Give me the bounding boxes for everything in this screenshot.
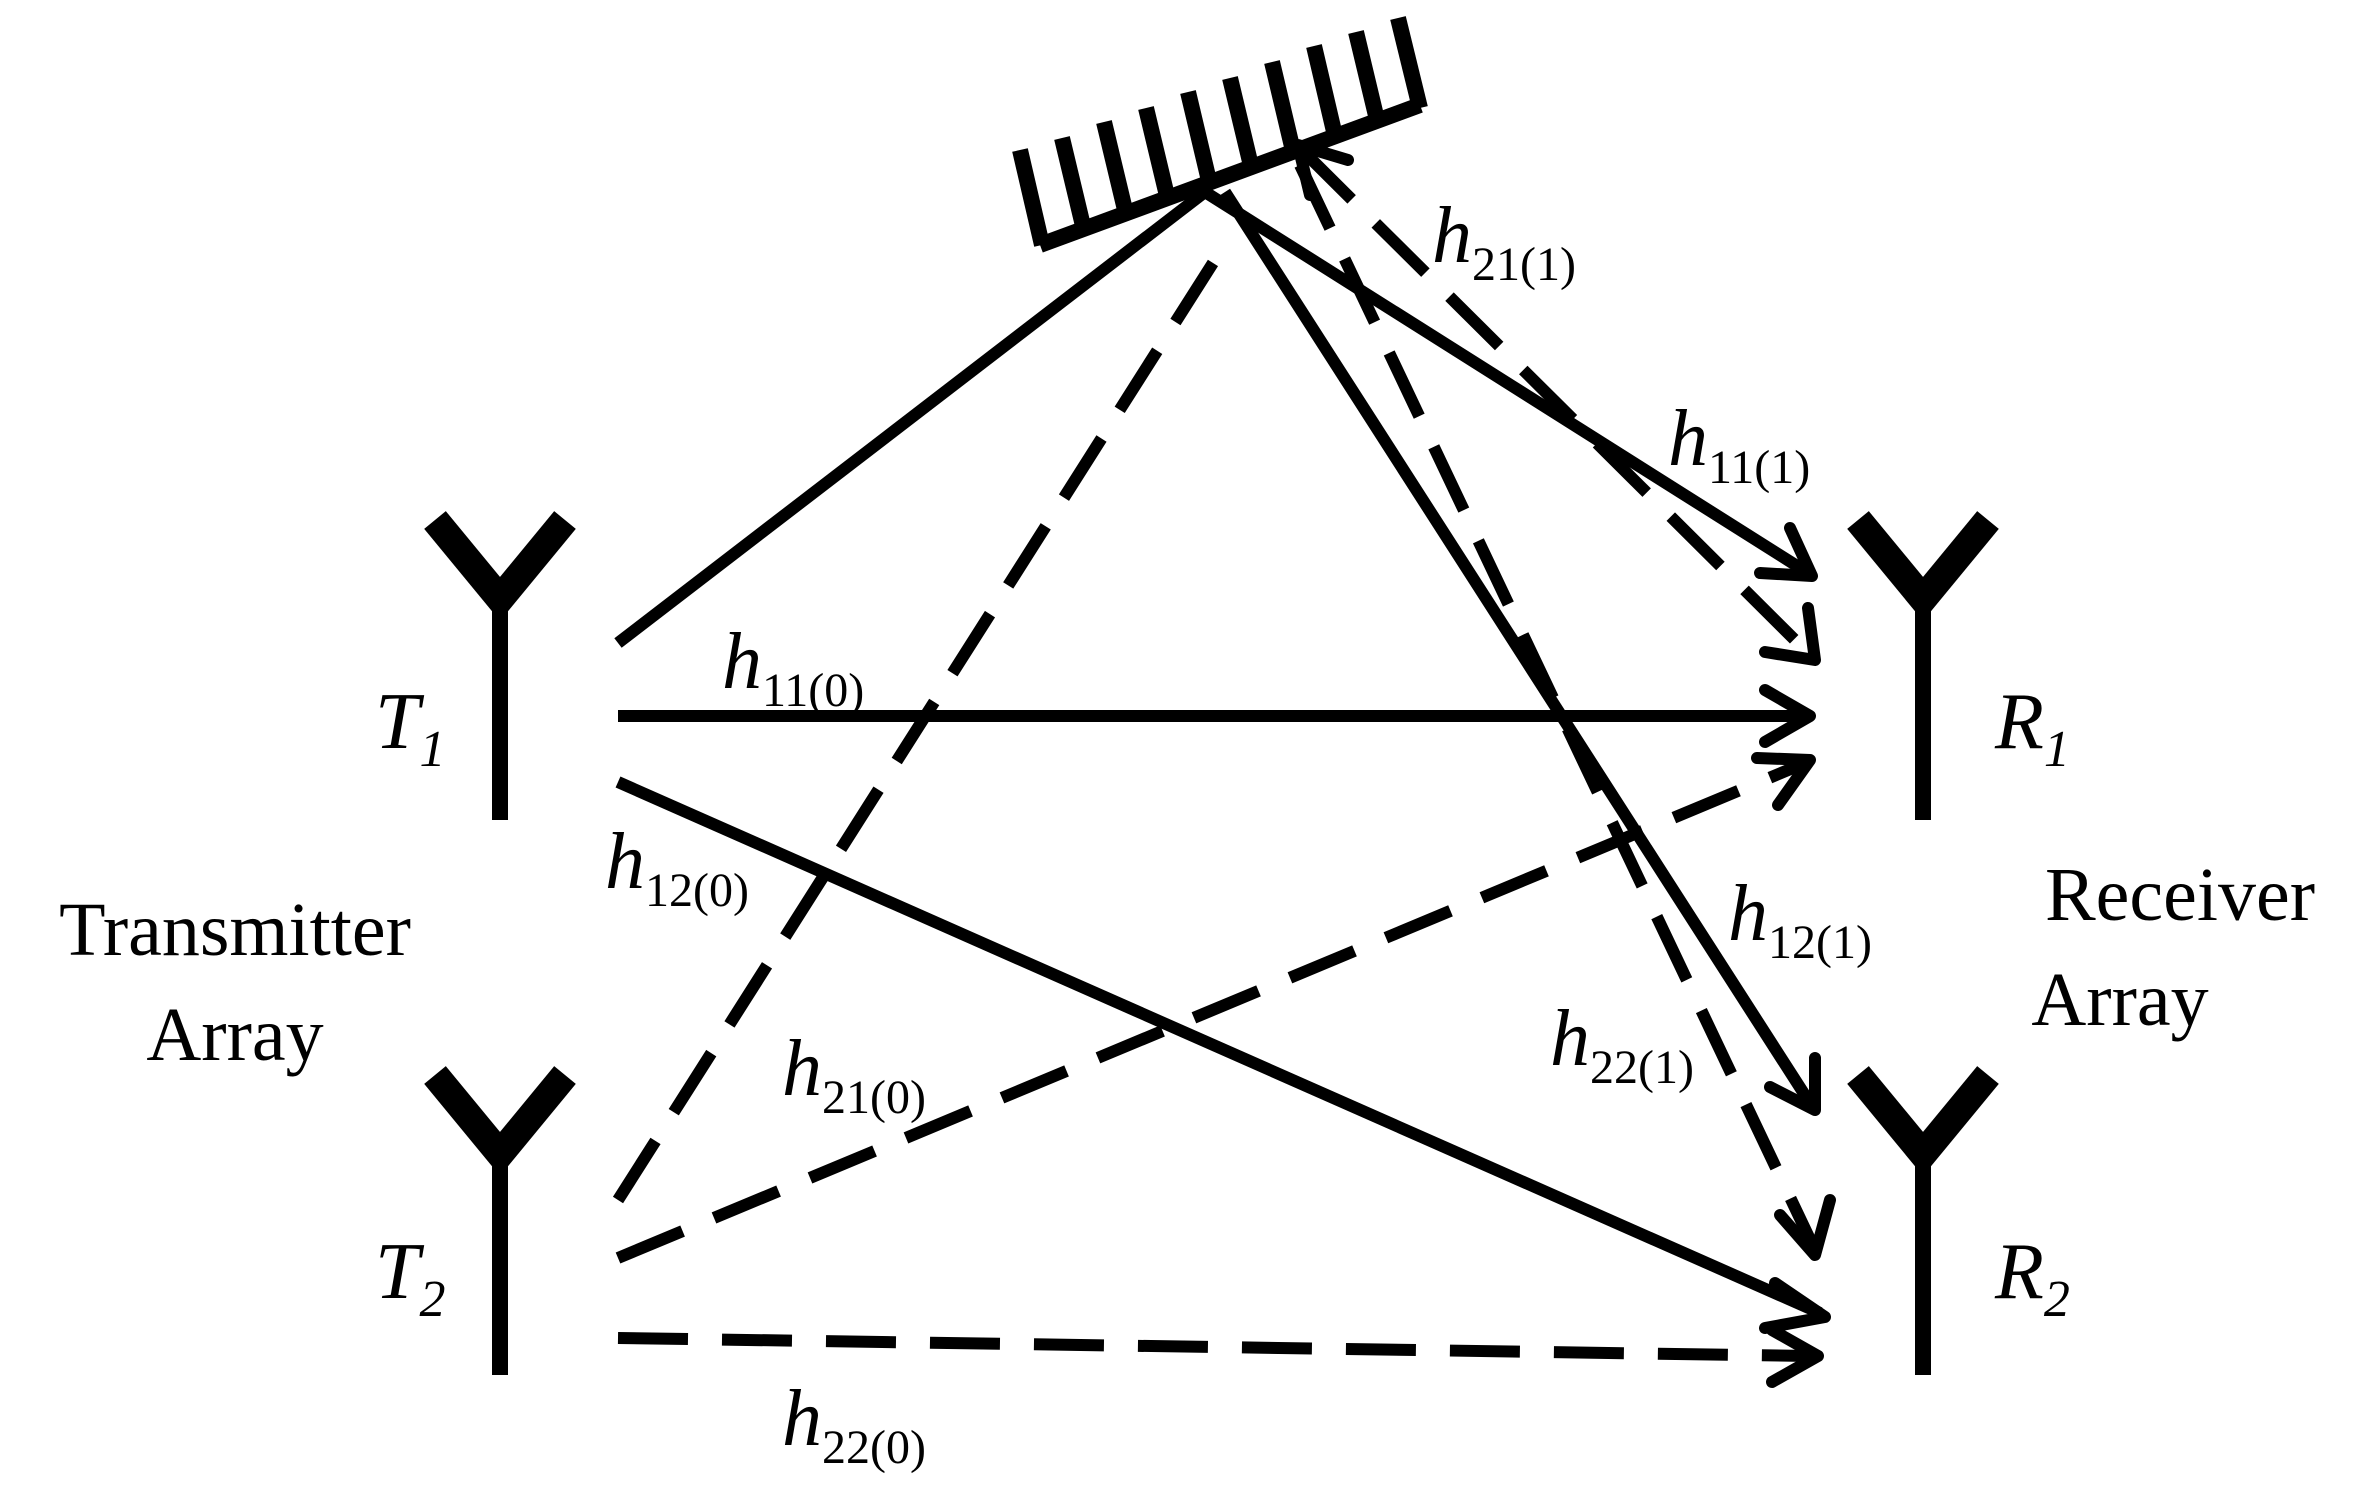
label-h12-0: h12(0) [605, 818, 749, 917]
arrowhead-icon [1766, 1324, 1824, 1388]
receiver-array-label-line1: Receiver [2045, 853, 2315, 937]
node-label-r2: R2 [1994, 1228, 2070, 1328]
arrowhead-icon [1774, 1194, 1836, 1261]
label-h22-1: h22(1) [1550, 995, 1694, 1094]
transmitter-array-label-line1: Transmitter [59, 888, 411, 972]
antenna-t1-icon [424, 511, 576, 820]
node-label-r1: R1 [1994, 678, 2070, 778]
path-h22-1 [1294, 162, 1821, 1253]
antenna-t2-icon [424, 1066, 576, 1375]
antenna-r1-icon [1847, 511, 1999, 820]
transmitter-array-label-line2: Array [146, 993, 323, 1077]
scatterer-icon [1012, 16, 1428, 253]
node-label-t2: T2 [375, 1228, 446, 1328]
path-h22-0 [617, 1332, 1811, 1362]
arrowhead-icon [1759, 684, 1816, 748]
antenna-r2-icon [1847, 1066, 1999, 1375]
label-h21-0: h21(0) [782, 1025, 926, 1124]
arrowhead-icon [1759, 1277, 1831, 1334]
path-h11-1 [1201, 186, 1809, 577]
label-h11-1: h11(1) [1668, 395, 1810, 494]
path-h21-0 [615, 757, 1808, 1264]
path-t1-scatterer [614, 187, 1209, 648]
arrowhead-icon [1759, 602, 1821, 666]
receiver-array-label-line2: Array [2031, 958, 2208, 1042]
node-label-t1: T1 [375, 678, 446, 778]
path-h12-0 [615, 776, 1823, 1319]
arrowhead-icon [1754, 522, 1818, 582]
label-h22-0: h22(0) [782, 1375, 926, 1474]
label-h12-1: h12(1) [1728, 870, 1872, 969]
path-t2-scatterer [612, 251, 1224, 1204]
arrowhead-icon [1764, 1052, 1821, 1116]
label-h11-0: h11(0) [722, 618, 864, 717]
path-h12-1 [1219, 188, 1816, 1107]
arrowhead-icon [1751, 752, 1816, 811]
path-h21-1 [1297, 145, 1815, 660]
label-h21-1: h21(1) [1432, 192, 1576, 291]
